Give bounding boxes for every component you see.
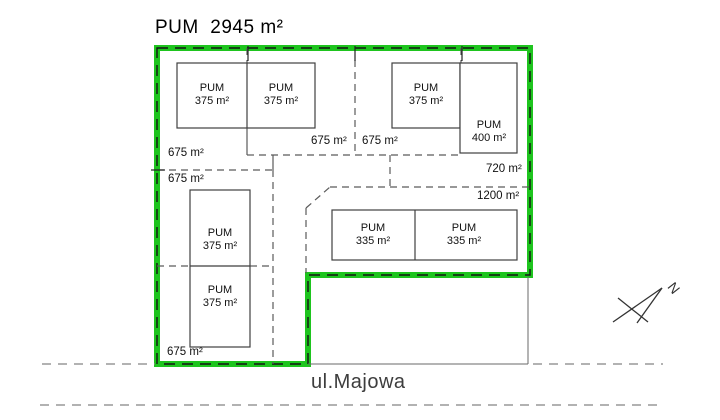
plot-area-label-675-4: 675 m² [168, 173, 204, 185]
building-block-d [331, 209, 518, 261]
street-name-label: ul.Majowa [311, 371, 406, 393]
plot-division-solid-steps [246, 128, 274, 170]
plot-division-dashes [157, 48, 530, 364]
plot-frontage-lines [308, 277, 529, 365]
plot-area-label-675-5: 675 m² [167, 346, 203, 358]
building-outlines [176, 62, 518, 348]
property-line-dashed [156, 47, 531, 365]
north-arrow-icon [612, 287, 663, 324]
plot-area-label-675-2: 675 m² [311, 135, 347, 147]
building-block-b1 [391, 62, 461, 129]
plot-area-label-1200: 1200 m² [477, 190, 520, 202]
street-dashed-lines [40, 363, 663, 406]
plot-area-label-720: 720 m² [486, 163, 522, 175]
building-block-b2 [459, 62, 518, 154]
boundary-tick-marks [151, 46, 463, 171]
north-arrow-label: N [665, 279, 684, 297]
building-block-c [189, 189, 251, 348]
plot-area-label-675-3: 675 m² [362, 135, 398, 147]
plot-area-label-675-1: 675 m² [168, 147, 204, 159]
total-pum-title: PUM 2945 m² [155, 17, 284, 38]
building-block-a [176, 62, 316, 129]
